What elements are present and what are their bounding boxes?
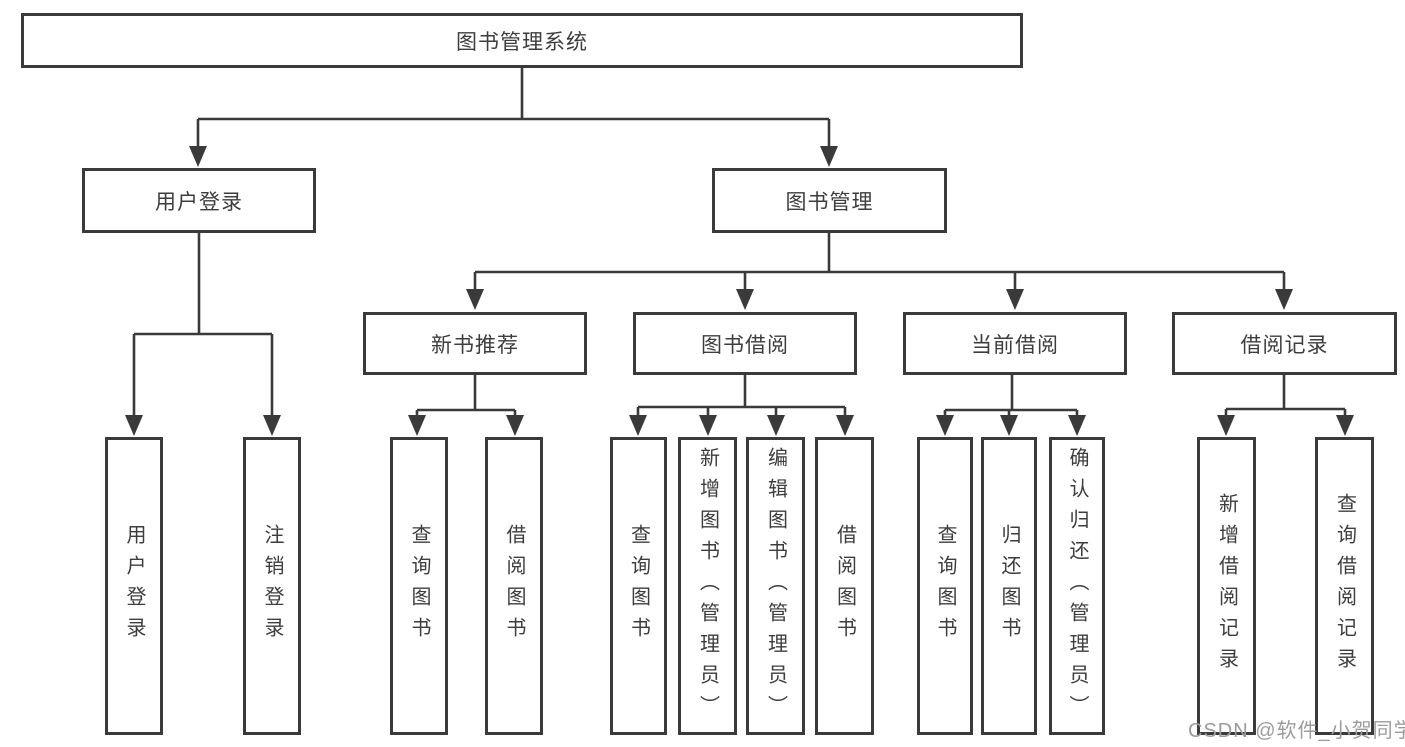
node-current-borrow: 当前借阅 <box>903 312 1127 375</box>
node-root: 图书管理系统 <box>21 13 1023 68</box>
leaf-query-books-recommend: 查询图书 <box>390 437 448 735</box>
leaf-add-books-admin: 新增图书（管理员） <box>678 437 737 735</box>
node-label: 借阅图书 <box>833 524 856 648</box>
node-label: 用户登录 <box>155 190 243 214</box>
node-label: 新增图书（管理员） <box>696 446 719 726</box>
node-label: 图书借阅 <box>701 333 789 357</box>
node-label: 借阅记录 <box>1240 333 1329 357</box>
leaf-query-books-current: 查询图书 <box>917 437 973 735</box>
connector-root <box>196 68 831 148</box>
arrowheads <box>125 146 1354 436</box>
node-user-login: 用户登录 <box>82 168 316 233</box>
node-new-book-recommend: 新书推荐 <box>363 312 587 375</box>
node-label: 新书推荐 <box>431 333 519 357</box>
connector-book-borrow <box>636 375 847 418</box>
leaf-logout: 注销登录 <box>243 437 301 735</box>
connector-user-login <box>132 233 274 418</box>
connector-current-borrow <box>943 375 1079 418</box>
node-label: 图书管理 <box>785 190 874 214</box>
node-label: 当前借阅 <box>971 333 1059 357</box>
leaf-edit-books-admin: 编辑图书（管理员） <box>746 437 805 735</box>
node-borrow-records: 借阅记录 <box>1172 312 1397 375</box>
node-book-management: 图书管理 <box>712 168 947 233</box>
node-label: 确认归还（管理员） <box>1066 446 1088 726</box>
connector-borrow-records <box>1224 375 1347 418</box>
leaf-return-books: 归还图书 <box>981 437 1037 735</box>
leaf-add-borrow-record: 新增借阅记录 <box>1197 437 1256 735</box>
node-label: 新增借阅记录 <box>1215 493 1238 679</box>
node-label: 查询图书 <box>408 524 430 648</box>
watermark: CSDN @软件_小贺同学 <box>1188 720 1405 742</box>
leaf-query-books-borrow: 查询图书 <box>610 437 667 735</box>
node-label: 注销登录 <box>261 524 283 648</box>
node-label: 归还图书 <box>998 524 1020 648</box>
node-label: 编辑图书（管理员） <box>764 446 787 726</box>
node-book-borrow: 图书借阅 <box>633 312 857 375</box>
node-label: 用户登录 <box>123 524 145 648</box>
leaf-query-borrow-record: 查询借阅记录 <box>1315 437 1374 735</box>
node-label: 借阅图书 <box>503 524 525 648</box>
node-label: 查询图书 <box>934 524 956 648</box>
leaf-user-login: 用户登录 <box>105 437 163 735</box>
connector-new-book <box>415 375 517 418</box>
node-label: 查询借阅记录 <box>1333 493 1356 679</box>
connector-book-management <box>473 233 1286 292</box>
node-label: 查询图书 <box>627 524 650 648</box>
leaf-borrow-books-recommend: 借阅图书 <box>485 437 543 735</box>
node-label: 图书管理系统 <box>456 30 588 54</box>
leaf-borrow-books: 借阅图书 <box>815 437 874 735</box>
leaf-confirm-return-admin: 确认归还（管理员） <box>1049 437 1105 735</box>
